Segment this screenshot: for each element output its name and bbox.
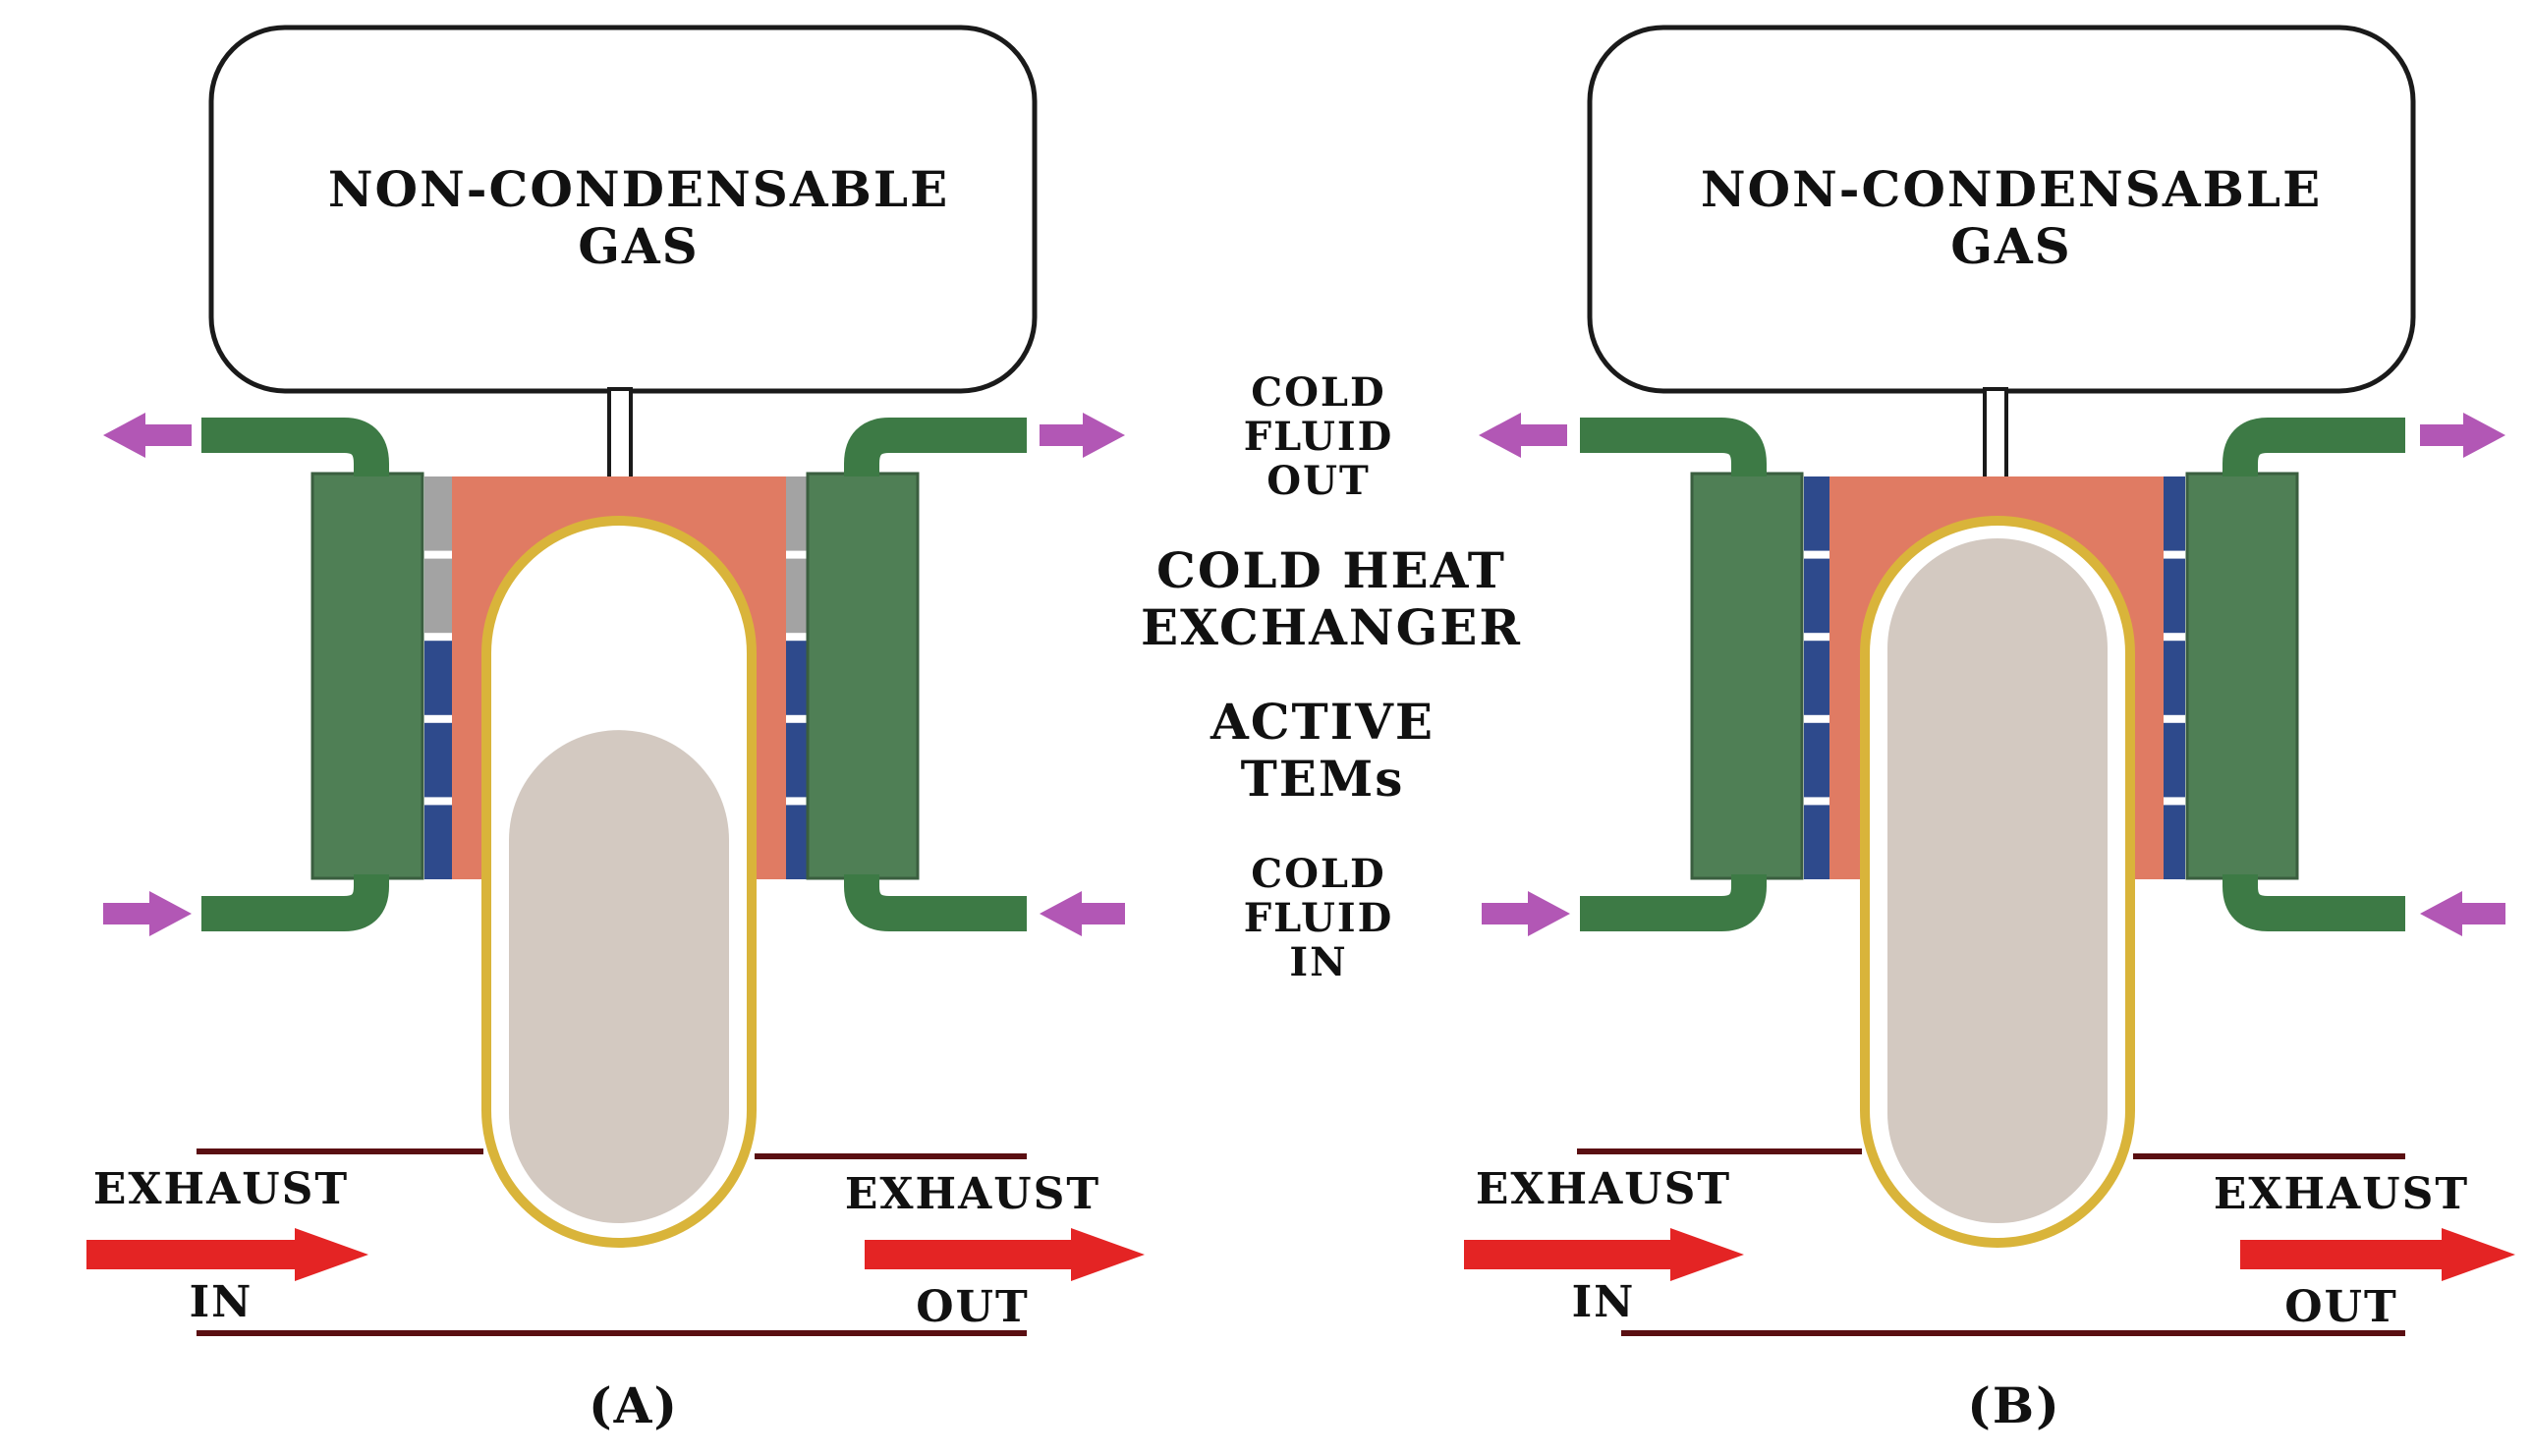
legend-cold-fluid-out-line3: OUT bbox=[1266, 458, 1371, 504]
legend-cold-fluid-in-line2: FLUID bbox=[1244, 895, 1394, 941]
fluid-out-arrow-b-right bbox=[2420, 413, 2505, 458]
gas-label-a-line2: GAS bbox=[578, 217, 700, 275]
tem-module-b-left-1 bbox=[1804, 476, 1829, 551]
tem-module-a-right-4 bbox=[786, 722, 808, 798]
center-legend: COLD FLUID OUT COLD HEAT EXCHANGER ACTIV… bbox=[1141, 369, 1522, 985]
tem-module-b-right-2 bbox=[2164, 558, 2185, 634]
pipe-b-bottom-right bbox=[2223, 868, 2405, 931]
tem-module-b-left-5 bbox=[1804, 805, 1829, 879]
vapor-region-b bbox=[1887, 538, 2108, 1223]
tem-module-b-left-2 bbox=[1804, 558, 1829, 634]
tem-module-a-left-2 bbox=[424, 558, 452, 634]
heat-exchanger-a-right bbox=[806, 472, 920, 880]
exhaust-in-a-line1: EXHAUST bbox=[93, 1164, 349, 1214]
tem-module-a-right-3 bbox=[786, 641, 808, 715]
tem-module-a-right-2 bbox=[786, 558, 808, 634]
fluid-in-arrow-a-left bbox=[103, 891, 192, 936]
tem-module-a-left-3 bbox=[424, 641, 452, 715]
tem-module-a-right-1 bbox=[786, 476, 808, 551]
exhaust-in-arrow-a bbox=[86, 1228, 368, 1281]
heat-exchanger-b-left bbox=[1690, 472, 1804, 880]
tem-strip-b-right bbox=[2164, 476, 2185, 879]
tem-module-b-right-3 bbox=[2164, 641, 2185, 715]
tem-module-b-right-1 bbox=[2164, 476, 2185, 551]
caption-b: (B) bbox=[1967, 1376, 2061, 1434]
tem-module-a-left-4 bbox=[424, 722, 452, 798]
legend-cold-fluid-out-line2: FLUID bbox=[1244, 414, 1394, 460]
legend-active-tems-line1: ACTIVE bbox=[1210, 693, 1435, 751]
pipe-a-top-right bbox=[844, 418, 1027, 481]
gas-label-b-line2: GAS bbox=[1950, 217, 2072, 275]
fluid-out-arrow-a-right bbox=[1040, 413, 1125, 458]
gas-label-b-line1: NON-CONDENSABLE bbox=[1701, 160, 2322, 218]
pipe-b-bottom-left bbox=[1580, 868, 1767, 931]
vapor-region-a bbox=[509, 730, 729, 1223]
legend-cold-heat-exchanger-line2: EXCHANGER bbox=[1141, 598, 1522, 656]
exhaust-out-arrow-a bbox=[865, 1228, 1145, 1281]
exhaust-out-b-line2: OUT bbox=[2284, 1282, 2397, 1332]
panel-a: NON-CONDENSABLE GAS EXHAUST IN EXHAUST O… bbox=[86, 25, 1145, 1434]
pipe-a-bottom-left bbox=[201, 868, 389, 931]
tem-module-a-left-1 bbox=[424, 476, 452, 551]
tem-module-b-right-5 bbox=[2164, 805, 2185, 879]
pipe-a-bottom-right bbox=[844, 868, 1027, 931]
exhaust-in-b-line2: IN bbox=[1572, 1277, 1636, 1327]
panel-b: NON-CONDENSABLE GAS EXHAUST IN EXHAUST O… bbox=[1464, 25, 2515, 1434]
legend-active-tems-line2: TEMs bbox=[1241, 750, 1405, 808]
fluid-in-arrow-a-right bbox=[1040, 891, 1125, 936]
tem-module-b-right-4 bbox=[2164, 722, 2185, 798]
exhaust-in-b-line1: EXHAUST bbox=[1476, 1164, 1731, 1214]
exhaust-out-b-line1: EXHAUST bbox=[2214, 1169, 2469, 1219]
pipe-b-top-left bbox=[1580, 418, 1767, 481]
tem-module-b-left-4 bbox=[1804, 722, 1829, 798]
legend-cold-fluid-in-line1: COLD bbox=[1251, 851, 1386, 897]
gas-label-a-line1: NON-CONDENSABLE bbox=[328, 160, 949, 218]
legend-cold-heat-exchanger-line1: COLD HEAT bbox=[1156, 541, 1506, 599]
tem-strip-a-left bbox=[424, 476, 452, 879]
legend-cold-fluid-in-line3: IN bbox=[1289, 939, 1347, 985]
exhaust-out-arrow-b bbox=[2240, 1228, 2515, 1281]
tem-module-b-left-3 bbox=[1804, 641, 1829, 715]
tem-strip-a-right bbox=[786, 476, 808, 879]
tem-module-a-right-5 bbox=[786, 805, 808, 879]
fluid-in-arrow-b-right bbox=[2420, 891, 2505, 936]
exhaust-out-a-line1: EXHAUST bbox=[845, 1169, 1100, 1219]
tem-module-a-left-5 bbox=[424, 805, 452, 879]
tem-strip-b-left bbox=[1804, 476, 1829, 879]
exhaust-in-a-line2: IN bbox=[190, 1277, 253, 1327]
pipe-b-top-right bbox=[2223, 418, 2405, 481]
exhaust-in-arrow-b bbox=[1464, 1228, 1744, 1281]
legend-cold-fluid-out-line1: COLD bbox=[1251, 369, 1386, 416]
heat-exchanger-b-right bbox=[2185, 472, 2299, 880]
fluid-out-arrow-a-left bbox=[103, 413, 192, 458]
exhaust-out-a-line2: OUT bbox=[916, 1282, 1029, 1332]
pipe-a-top-left bbox=[201, 418, 389, 481]
heat-exchanger-a-left bbox=[310, 472, 424, 880]
caption-a: (A) bbox=[589, 1376, 679, 1434]
fluid-out-arrow-b-left bbox=[1479, 413, 1567, 458]
fluid-in-arrow-b-left bbox=[1482, 891, 1570, 936]
